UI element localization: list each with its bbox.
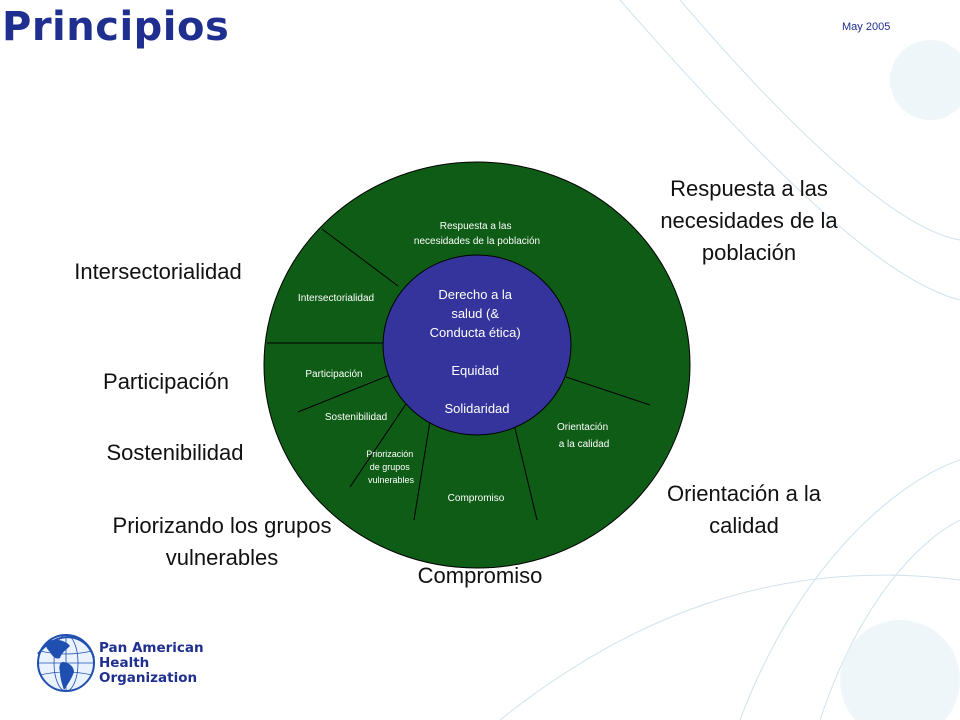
outer-label-line: Priorizando los grupos [112, 513, 332, 538]
outer-label-line: necesidades de la [660, 208, 838, 233]
ring-label-line: de grupos [370, 462, 411, 472]
spoke-line [565, 376, 651, 406]
outer-label-line: Respuesta a las [670, 176, 828, 201]
outer-label-line: Sostenibilidad [106, 440, 244, 465]
outer-label-intersectorialidad: Intersectorialidad [52, 256, 264, 288]
slide-title: Principios [2, 4, 230, 50]
ring-label-compromiso: Compromiso [448, 493, 505, 504]
ring-label-intersectorialidad: Intersectorialidad [298, 293, 374, 304]
ring-label-sostenibilidad: Sostenibilidad [325, 412, 387, 423]
center-text: Derecho a la salud (& Conducta ética) Eq… [430, 287, 525, 416]
ring-label-line: vulnerables [368, 475, 415, 485]
outer-label-line: vulnerables [165, 545, 279, 570]
ring-label-line: Participación [305, 369, 362, 380]
outer-label-participacion: Participación [84, 366, 248, 398]
ring-label-line: Respuesta a las [440, 221, 512, 232]
center-line: Derecho a la [438, 287, 512, 302]
ring-label-line: Sostenibilidad [325, 412, 387, 423]
center-line: Equidad [451, 363, 499, 378]
logo-line: Health [99, 655, 150, 671]
center-line: salud (& [451, 306, 499, 321]
outer-label-line: población [701, 240, 797, 265]
outer-label-line: Intersectorialidad [74, 259, 242, 284]
ring-label-line: necesidades de la población [414, 236, 540, 247]
ring-label-priorizacion: Priorización de grupos vulnerables [366, 449, 416, 485]
ring-label-line: a la calidad [559, 439, 610, 450]
outer-label-line: calidad [709, 513, 779, 538]
ring-label-line: Intersectorialidad [298, 293, 374, 304]
outer-label-sostenibilidad: Sostenibilidad [86, 437, 264, 469]
outer-label-line: Participación [103, 369, 229, 394]
outer-label-respuesta: Respuesta a las necesidades de la poblac… [638, 173, 860, 269]
slide-date: May 2005 [842, 21, 891, 33]
spoke-line [297, 374, 391, 413]
outer-label-compromiso: Compromiso [396, 560, 564, 592]
outer-label-line: Orientación a la [666, 481, 822, 506]
spoke-line [321, 228, 399, 287]
outer-label-line: Compromiso [417, 563, 543, 588]
globe-icon [37, 634, 95, 692]
logo-line: Organization [99, 670, 198, 686]
center-circle [382, 254, 572, 436]
ring-label-orientacion: Orientación a la calidad [557, 422, 611, 450]
ring-label-respuesta: Respuesta a las necesidades de la poblac… [414, 221, 540, 247]
ring-label-line: Orientación [557, 422, 608, 433]
ring-label-participacion: Participación [305, 369, 362, 380]
spoke-line [413, 420, 431, 521]
outer-label-priorizando: Priorizando los grupos vulnerables [84, 510, 360, 574]
logo-line: Pan American [99, 640, 204, 656]
spoke-line [349, 403, 407, 488]
ring-label-line: Priorización [366, 449, 413, 459]
spoke-line [513, 423, 538, 521]
center-line: Solidaridad [444, 401, 509, 416]
center-line: Conducta ética) [430, 325, 521, 340]
ring-label-line: Compromiso [448, 493, 505, 504]
organization-name: Pan American Health Organization [99, 641, 204, 686]
outer-label-orientacion: Orientación a la calidad [646, 478, 842, 542]
